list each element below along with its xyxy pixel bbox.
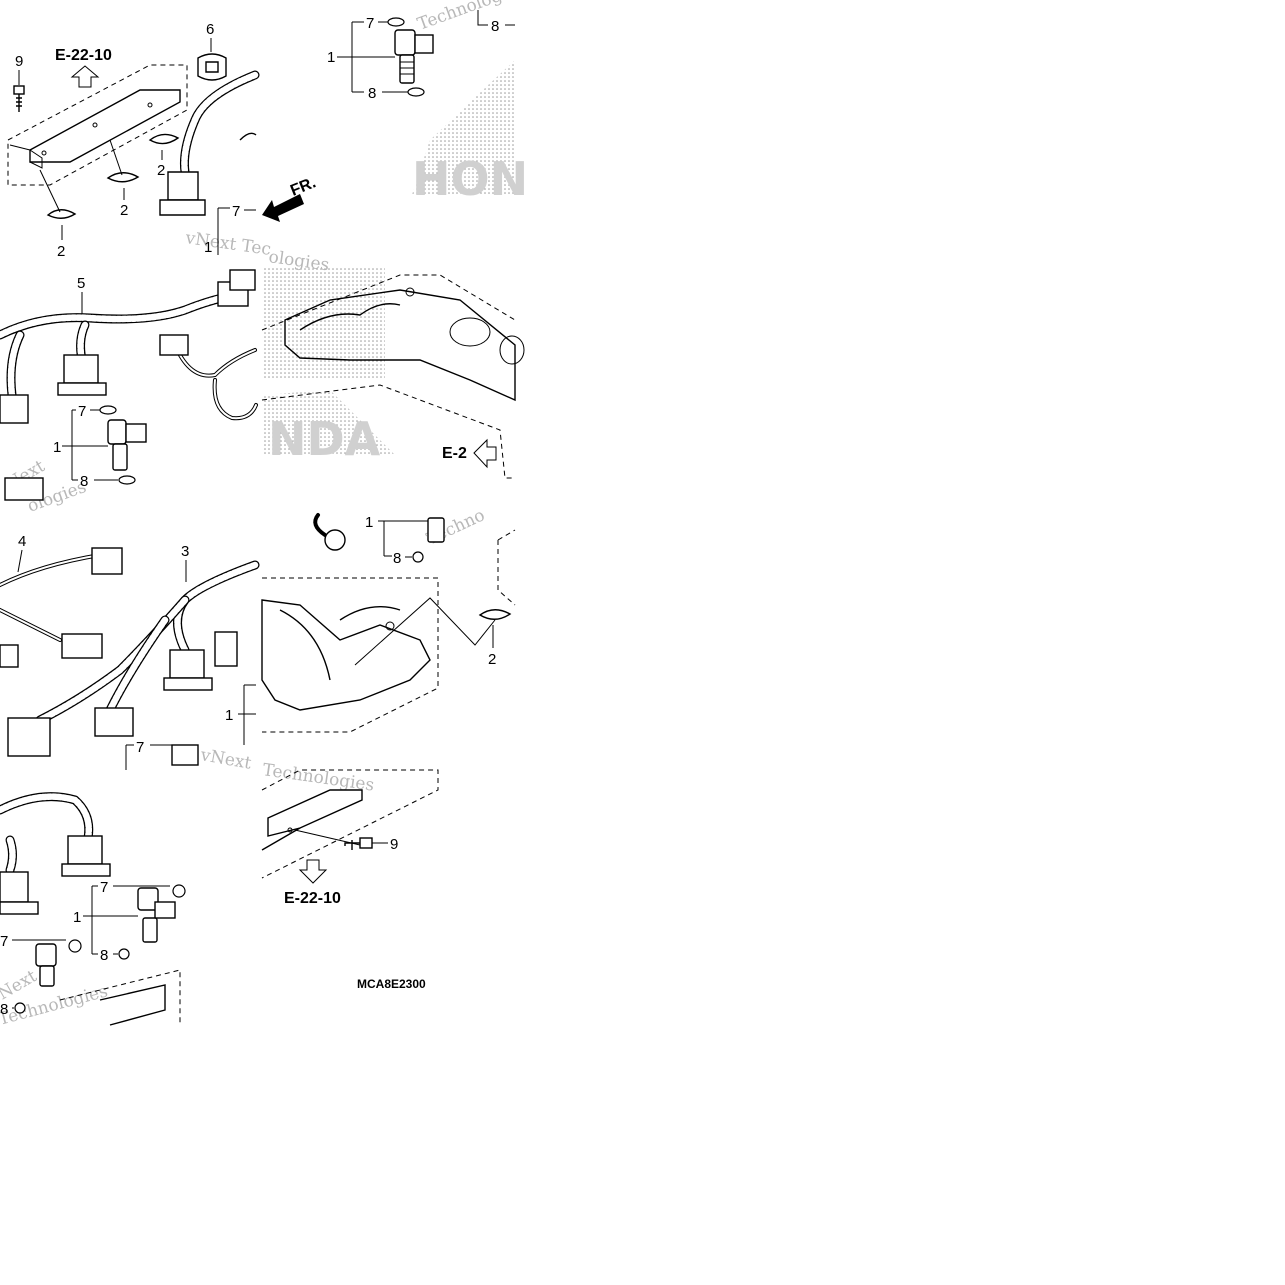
injector-group-bottom: 7 1 8 7 8 [0, 792, 186, 1026]
part-number: 7 [366, 15, 374, 32]
part-number: 8 [100, 947, 108, 964]
part-number: 6 [206, 21, 214, 38]
harness-group-3-4: 4 3 7 1 [0, 533, 260, 770]
harness-group-5: 5 7 1 8 [0, 269, 258, 501]
part-number: 7 [0, 933, 8, 950]
part-number: 1 [365, 514, 373, 531]
harness-clamp-icon [197, 53, 227, 81]
part-number: 8 [393, 550, 401, 567]
watermark-text: vNext [198, 745, 253, 774]
arrow-up-icon [70, 65, 100, 88]
part-number: 9 [15, 53, 23, 70]
part-number: 8 [80, 473, 88, 490]
arrow-left-icon [473, 438, 497, 469]
fuel-injector-icon [107, 419, 147, 471]
brand-letters-mid: NDA [268, 412, 381, 466]
fuel-rail-group-top: E-22-10 9 2 2 2 6 [7, 21, 318, 260]
diagram-code: MCA8E2300 [357, 977, 426, 991]
part-number: 2 [57, 243, 65, 260]
ref-label-top: E-22-10 [55, 47, 112, 64]
part-number: 8 [0, 1001, 8, 1018]
ref-label-bottom: E-22-10 [284, 890, 341, 907]
part-number: 2 [120, 202, 128, 219]
part-number: 7 [78, 403, 86, 420]
part-number: 2 [157, 162, 165, 179]
part-number: 8 [368, 85, 376, 102]
front-arrow-icon [262, 194, 304, 222]
part-number: 5 [77, 275, 85, 292]
part-number: 7 [232, 203, 240, 220]
fuel-injector-icon [137, 887, 176, 943]
part-number: 7 [136, 739, 144, 756]
manifold-clip-group: 1 8 2 [261, 513, 516, 733]
fuel-injector-icon [394, 29, 434, 84]
part-number: 1 [225, 707, 233, 724]
front-direction-label: FR. [288, 174, 318, 199]
watermark-text: Technologies [415, 0, 528, 35]
clip-icon [478, 609, 512, 620]
part-number: 7 [100, 879, 108, 896]
part-number: 1 [204, 239, 212, 256]
part-number: 2 [488, 651, 496, 668]
bolt-icon [344, 837, 373, 850]
arrow-down-icon [298, 859, 328, 884]
bolt-icon [13, 85, 25, 112]
fuel-injector-icon [35, 943, 57, 987]
part-number: 8 [491, 18, 499, 35]
part-number: 1 [53, 439, 61, 456]
part-number: 9 [390, 836, 398, 853]
part-number: 1 [73, 909, 81, 926]
intake-manifold-group: E-2 [261, 274, 525, 479]
brand-letters-top: HON [412, 152, 528, 206]
part-number: 1 [327, 49, 335, 66]
clip-icon [46, 133, 180, 219]
injector-group-top: 7 1 8 8 [327, 10, 515, 102]
part-number: 3 [181, 543, 189, 560]
watermark-text: vNext Tec [183, 228, 272, 260]
watermark-text: Next [0, 966, 40, 1004]
ref-label-right: E-2 [442, 445, 467, 462]
fuel-rail-group-bottom: 9 E-22-10 MCA8E2300 [261, 769, 439, 991]
part-number: 4 [18, 533, 26, 550]
